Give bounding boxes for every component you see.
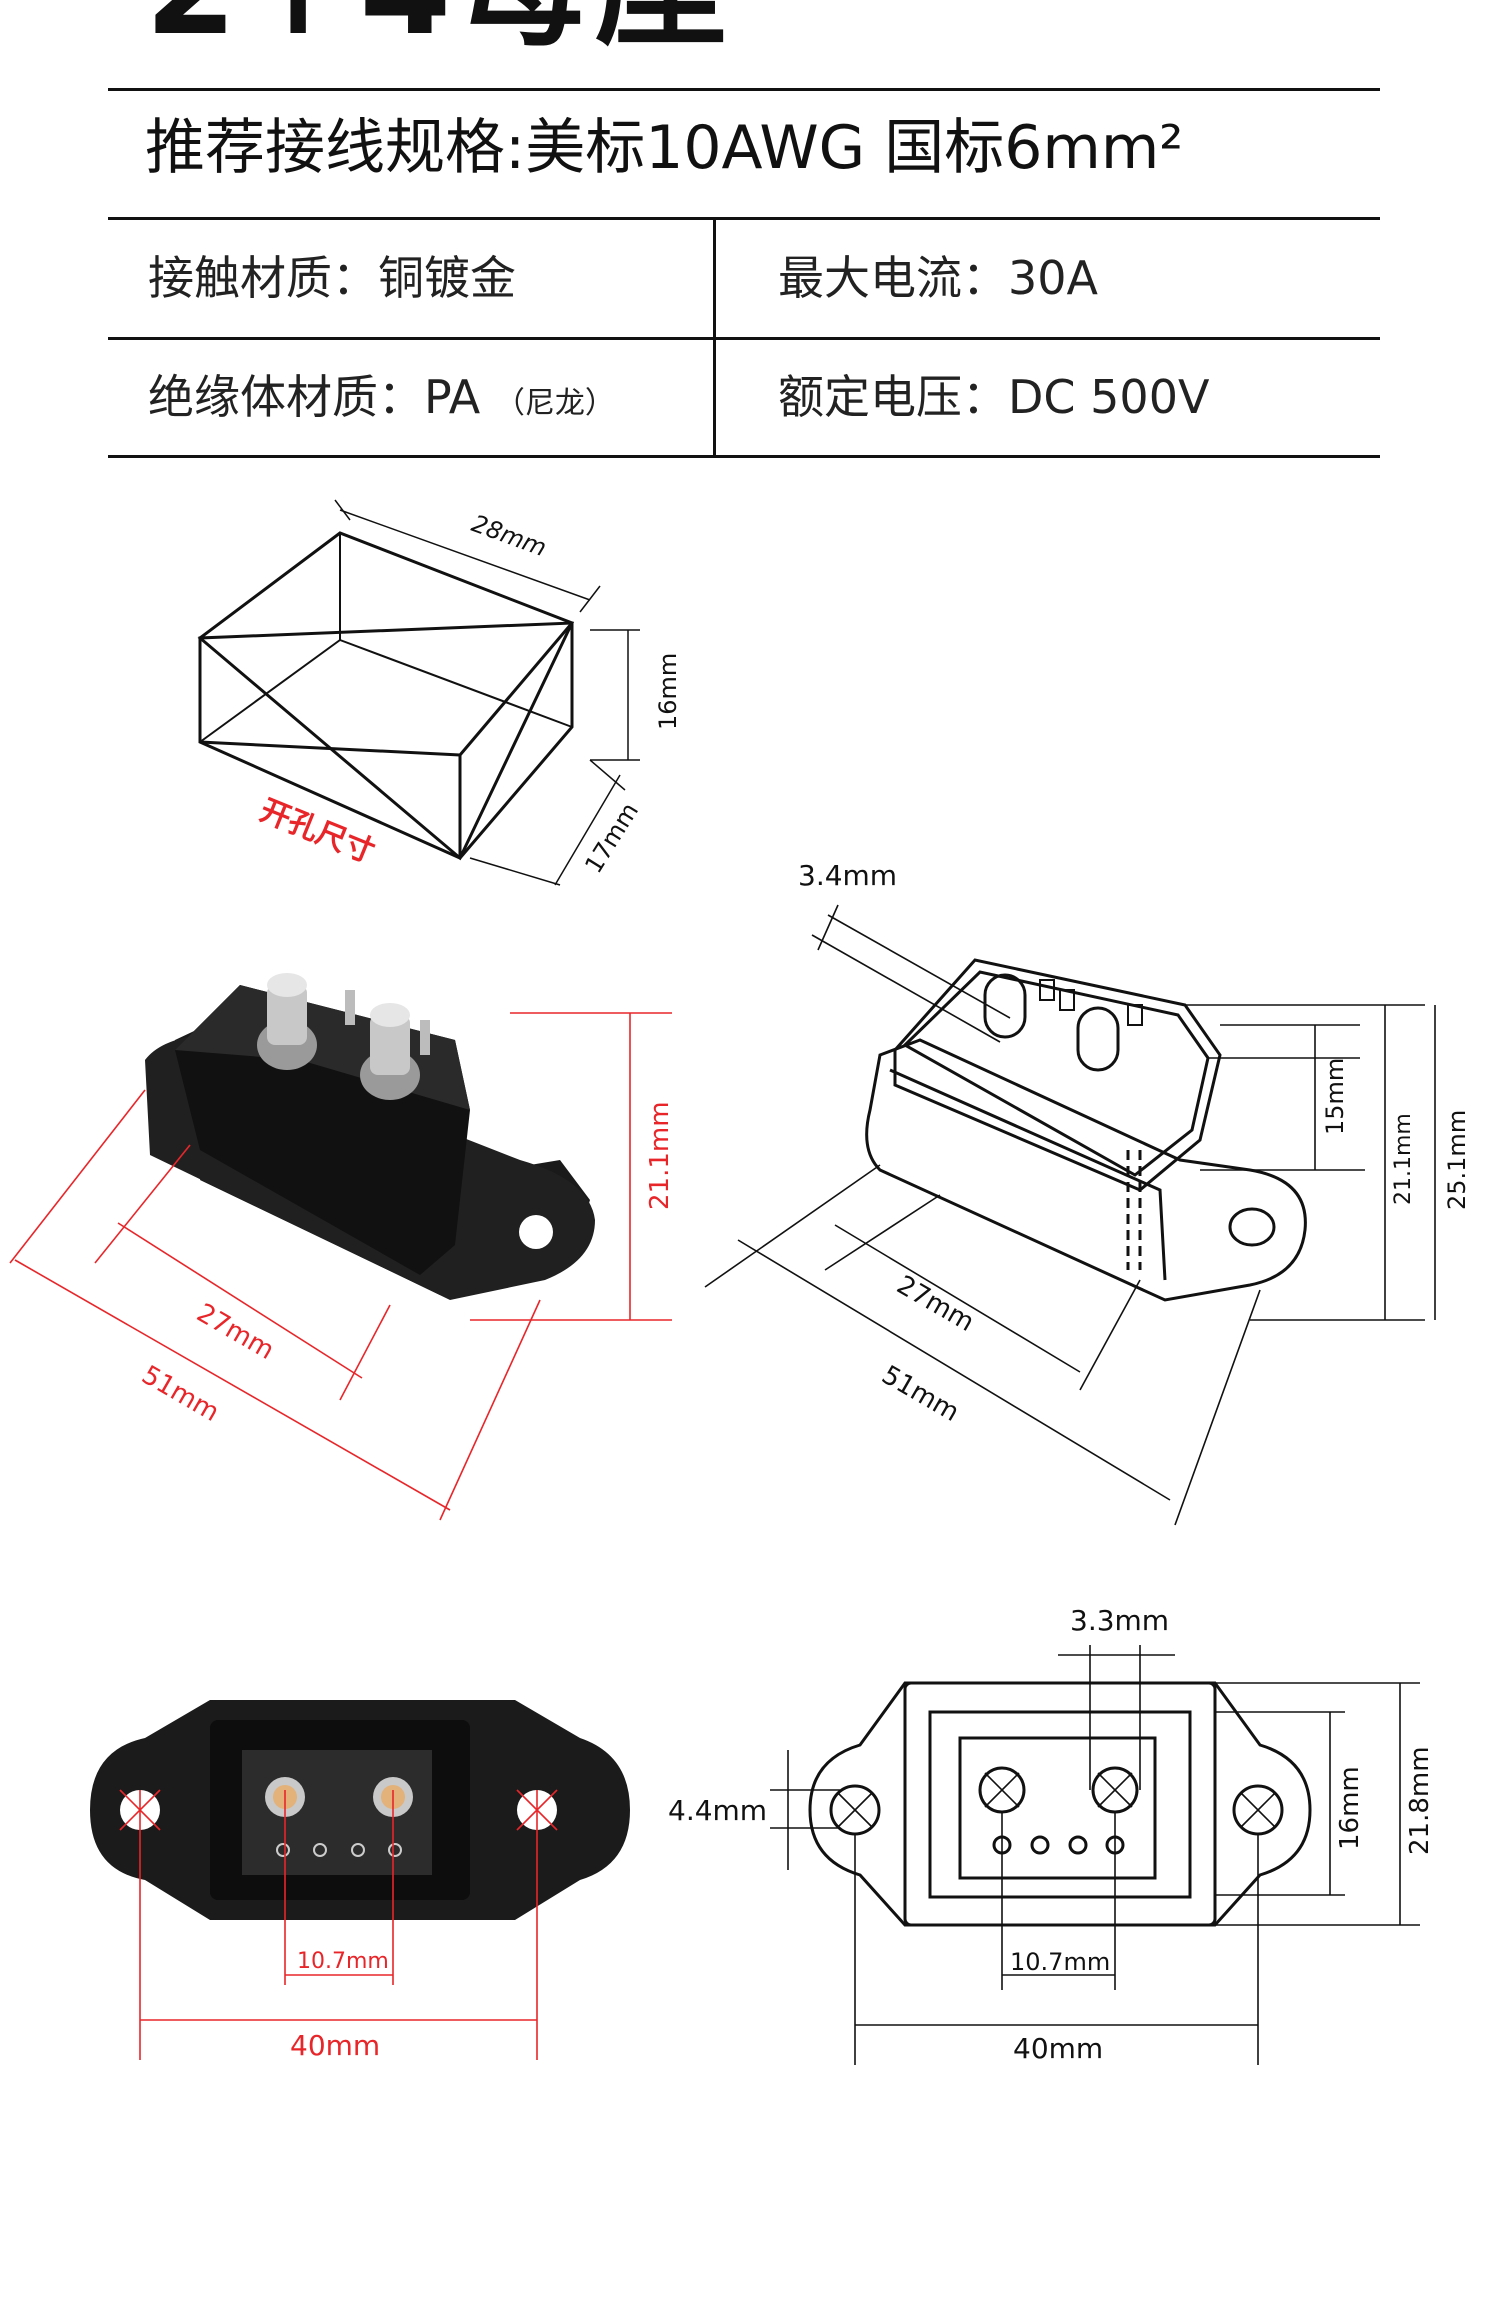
side-total-len: 51mm bbox=[877, 1360, 965, 1428]
divider-spec bbox=[108, 217, 1380, 220]
table-column-divider bbox=[713, 219, 716, 458]
insulator-cell: 绝缘体材质：PA （尼龙） bbox=[148, 374, 615, 420]
side-photo-body-len: 27mm bbox=[192, 1298, 280, 1366]
cutout-box-drawing bbox=[197, 499, 640, 886]
front-pin-dia: 3.3mm bbox=[1070, 1604, 1169, 1637]
max-current-value: 30A bbox=[1008, 251, 1099, 305]
front-span: 40mm bbox=[1013, 2032, 1103, 2065]
cutout-width-label: 28mm bbox=[468, 509, 550, 562]
side-h2: 21.1mm bbox=[1391, 1113, 1416, 1205]
divider-bottom bbox=[108, 455, 1380, 458]
front-pitch: 10.7mm bbox=[1010, 1948, 1110, 1976]
rated-voltage-value: DC 500V bbox=[1008, 370, 1210, 424]
side-line-dims bbox=[704, 904, 1436, 1526]
front-line-dims bbox=[770, 1645, 1420, 2065]
side-h1: 15mm bbox=[1321, 1058, 1349, 1135]
contact-material-cell: 接触材质：铜镀金 bbox=[148, 255, 516, 301]
front-h2: 21.8mm bbox=[1405, 1746, 1435, 1855]
front-line-drawing bbox=[808, 1681, 1312, 1927]
rated-voltage-cell: 额定电压：DC 500V bbox=[778, 374, 1209, 420]
divider-row bbox=[108, 337, 1380, 340]
side-pin-width: 3.4mm bbox=[798, 859, 897, 892]
side-photo-height: 21.1mm bbox=[645, 1101, 675, 1210]
contact-material-label: 接触材质： bbox=[148, 251, 378, 305]
cutout-depth-label: 17mm bbox=[579, 798, 644, 878]
side-body-len: 27mm bbox=[892, 1270, 980, 1338]
side-line-drawing bbox=[865, 958, 1307, 1302]
side-photo-dims bbox=[9, 1012, 672, 1521]
rated-voltage-label: 额定电压： bbox=[778, 370, 1008, 424]
side-photo bbox=[145, 973, 595, 1300]
cutout-label: 开孔尺寸 bbox=[255, 793, 379, 870]
insulator-value: PA bbox=[424, 370, 481, 424]
contact-material-value: 铜镀金 bbox=[378, 251, 516, 305]
side-photo-total-len: 51mm bbox=[137, 1360, 225, 1428]
front-photo-dims bbox=[119, 1789, 558, 2060]
max-current-label: 最大电流： bbox=[778, 251, 1008, 305]
front-h1: 16mm bbox=[1335, 1766, 1365, 1850]
max-current-cell: 最大电流：30A bbox=[778, 255, 1098, 301]
insulator-note: （尼龙） bbox=[494, 386, 615, 421]
front-photo bbox=[90, 1700, 630, 1920]
front-photo-span: 40mm bbox=[290, 2029, 380, 2062]
page-title: 2+4母座 bbox=[145, 0, 733, 54]
divider-top bbox=[108, 88, 1380, 91]
front-offset: 4.4mm bbox=[668, 1794, 767, 1827]
front-photo-pitch: 10.7mm bbox=[297, 1949, 389, 1974]
cutout-height-label: 16mm bbox=[654, 653, 682, 730]
side-h3: 25.1mm bbox=[1443, 1110, 1471, 1210]
wire-spec: 推荐接线规格:美标10AWG 国标6mm² bbox=[145, 113, 1184, 183]
insulator-label: 绝缘体材质： bbox=[148, 370, 424, 424]
